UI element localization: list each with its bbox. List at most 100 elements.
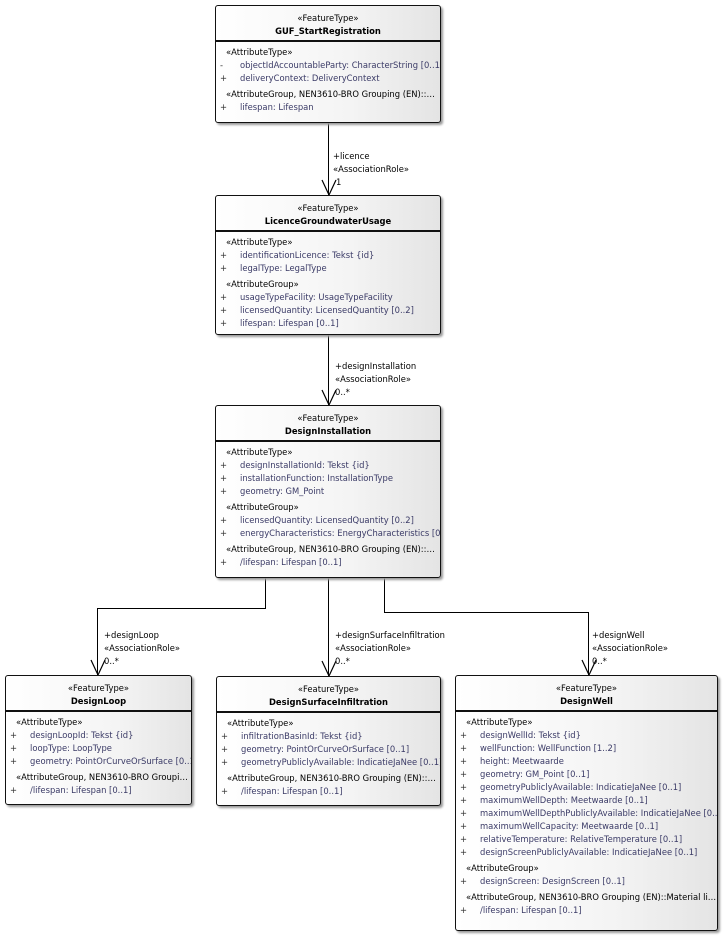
attribute-row[interactable]: + installationFunction: InstallationType <box>216 472 440 485</box>
attribute-section: «AttributeType» + designLoopId: Tekst {i… <box>6 716 191 768</box>
visibility-marker: + <box>10 730 18 740</box>
attribute-text: /lifespan: Lifespan [0..1] <box>241 786 343 796</box>
attribute-text: usageTypeFacility: UsageTypeFacility <box>240 292 393 302</box>
association-label-licence: +licence «AssociationRole» 1 <box>333 150 409 189</box>
section-stereotype: «AttributeType» <box>226 237 293 247</box>
class-guf-start-registration[interactable]: «FeatureType» GUF_StartRegistration «Att… <box>215 5 441 123</box>
attribute-row[interactable]: + /lifespan: Lifespan [0..1] <box>216 556 440 569</box>
attribute-text: identificationLicence: Tekst {id} <box>240 250 375 260</box>
section-stereotype: «AttributeType» <box>227 718 294 728</box>
class-stereotype: «FeatureType» <box>297 684 360 694</box>
class-body: «AttributeType» + infiltrationBasinId: T… <box>217 713 440 798</box>
attribute-text: lifespan: Lifespan <box>240 102 314 112</box>
visibility-marker: + <box>220 528 228 538</box>
visibility-marker: + <box>460 743 468 753</box>
role-stereotype: «AssociationRole» <box>333 164 409 174</box>
attribute-row[interactable]: + licensedQuantity: LicensedQuantity [0.… <box>216 304 440 317</box>
section-stereotype: «AttributeGroup» <box>226 502 299 512</box>
attribute-row[interactable]: + wellFunction: WellFunction [1..2] <box>456 742 717 755</box>
attribute-text: designWellId: Tekst {id} <box>480 730 581 740</box>
attribute-text: designLoopId: Tekst {id} <box>30 730 134 740</box>
attribute-row[interactable]: + licensedQuantity: LicensedQuantity [0.… <box>216 514 440 527</box>
attribute-text: /lifespan: Lifespan [0..1] <box>240 557 342 567</box>
role-stereotype: «AssociationRole» <box>335 374 411 384</box>
attribute-row[interactable]: + designLoopId: Tekst {id} <box>6 729 191 742</box>
class-name: DesignWell <box>560 696 613 706</box>
multiplicity: 0..* <box>335 656 350 666</box>
attribute-row[interactable]: + relativeTemperature: RelativeTemperatu… <box>456 833 717 846</box>
attribute-section: «AttributeType» - objectIdAccountablePar… <box>216 46 440 85</box>
role-stereotype: «AssociationRole» <box>335 643 411 653</box>
class-design-well[interactable]: «FeatureType» DesignWell «AttributeType»… <box>455 675 718 931</box>
arrowhead-icon <box>90 659 106 677</box>
attribute-text: geometry: PointOrCurveOrSurface [0..1] <box>241 744 410 754</box>
attribute-section: «AttributeGroup, NEN3610-BRO Grouping (E… <box>216 543 440 569</box>
attribute-row[interactable]: + energyCharacteristics: EnergyCharacter… <box>216 527 440 540</box>
attribute-row[interactable]: + /lifespan: Lifespan [0..1] <box>217 785 440 798</box>
class-body: «AttributeType» + designInstallationId: … <box>216 442 440 569</box>
class-licence-groundwater-usage[interactable]: «FeatureType» LicenceGroundwaterUsage «A… <box>215 195 441 335</box>
attribute-row[interactable]: + /lifespan: Lifespan [0..1] <box>456 904 717 917</box>
association-line-design-well <box>384 578 386 613</box>
class-stereotype: «FeatureType» <box>555 683 618 693</box>
class-header: «FeatureType» DesignSurfaceInfiltration <box>217 677 440 713</box>
association-line-design-installation <box>328 335 330 405</box>
attribute-row[interactable]: + legalType: LegalType <box>216 262 440 275</box>
attribute-row[interactable]: + designInstallationId: Tekst {id} <box>216 459 440 472</box>
attribute-row[interactable]: + identificationLicence: Tekst {id} <box>216 249 440 262</box>
attribute-row[interactable]: + designWellId: Tekst {id} <box>456 729 717 742</box>
attribute-row[interactable]: + deliveryContext: DeliveryContext <box>216 72 440 85</box>
association-line-design-loop <box>97 608 266 610</box>
attribute-text: geometry: GM_Point [0..1] <box>480 769 590 779</box>
attribute-text: infiltrationBasinId: Tekst {id} <box>241 731 363 741</box>
section-stereotype: «AttributeGroup, NEN3610-BRO Grouping (E… <box>227 773 440 783</box>
class-body: «AttributeType» + designWellId: Tekst {i… <box>456 712 717 917</box>
visibility-marker: + <box>221 744 229 754</box>
attribute-text: designScreen: DesignScreen [0..1] <box>480 876 625 886</box>
association-line-design-well <box>384 612 589 614</box>
attribute-row[interactable]: + loopType: LoopType <box>6 742 191 755</box>
section-stereotype: «AttributeGroup, NEN3610-BRO Grouping (E… <box>226 89 440 99</box>
attribute-row[interactable]: + infiltrationBasinId: Tekst {id} <box>217 730 440 743</box>
attribute-row[interactable]: + maximumWellCapacity: Meetwaarde [0..1] <box>456 820 717 833</box>
attribute-text: geometryPubliclyAvailable: IndicatieJaNe… <box>480 782 682 792</box>
attribute-row[interactable]: + geometryPubliclyAvailable: IndicatieJa… <box>456 781 717 794</box>
section-stereotype: «AttributeGroup, NEN3610-BRO Grouping (E… <box>466 892 717 902</box>
class-header: «FeatureType» DesignWell <box>456 676 717 712</box>
association-line-design-surface-infiltration <box>328 578 330 676</box>
role-name: +licence <box>333 151 370 161</box>
attribute-row[interactable]: + geometry: PointOrCurveOrSurface [0..1] <box>217 743 440 756</box>
attribute-row[interactable]: + maximumWellDepth: Meetwaarde [0..1] <box>456 794 717 807</box>
class-stereotype: «FeatureType» <box>67 683 130 693</box>
section-stereotype: «AttributeGroup» <box>226 279 299 289</box>
class-design-surface-infiltration[interactable]: «FeatureType» DesignSurfaceInfiltration … <box>216 676 441 806</box>
visibility-marker: + <box>460 769 468 779</box>
attribute-text: licensedQuantity: LicensedQuantity [0..2… <box>240 305 414 315</box>
attribute-row[interactable]: + maximumWellDepthPubliclyAvailable: Ind… <box>456 807 717 820</box>
class-header: «FeatureType» DesignInstallation <box>216 406 440 442</box>
class-name: DesignLoop <box>70 696 127 706</box>
attribute-row[interactable]: + geometry: GM_Point [0..1] <box>456 768 717 781</box>
section-stereotype: «AttributeGroup, NEN3610-BRO Groupin... <box>16 772 191 782</box>
attribute-row[interactable]: + usageTypeFacility: UsageTypeFacility <box>216 291 440 304</box>
attribute-row[interactable]: + geometry: PointOrCurveOrSurface [0..1] <box>6 755 191 768</box>
section-stereotype: «AttributeGroup» <box>466 863 539 873</box>
attribute-row[interactable]: + geometryPubliclyAvailable: IndicatieJa… <box>217 756 440 769</box>
attribute-row[interactable]: + designScreenPubliclyAvailable: Indicat… <box>456 846 717 859</box>
attribute-row[interactable]: + geometry: GM_Point <box>216 485 440 498</box>
visibility-marker: + <box>10 785 18 795</box>
class-header: «FeatureType» LicenceGroundwaterUsage <box>216 196 440 232</box>
attribute-row[interactable]: - objectIdAccountableParty: CharacterStr… <box>216 59 440 72</box>
attribute-row[interactable]: + lifespan: Lifespan <box>216 101 440 114</box>
role-name: +designLoop <box>104 630 159 640</box>
class-design-installation[interactable]: «FeatureType» DesignInstallation «Attrib… <box>215 405 441 578</box>
class-body: «AttributeType» - objectIdAccountablePar… <box>216 42 440 114</box>
class-design-loop[interactable]: «FeatureType» DesignLoop «AttributeType»… <box>5 675 192 805</box>
attribute-row[interactable]: + height: Meetwaarde <box>456 755 717 768</box>
attribute-row[interactable]: + designScreen: DesignScreen [0..1] <box>456 875 717 888</box>
attribute-section: «AttributeGroup» + designScreen: DesignS… <box>456 862 717 888</box>
attribute-row[interactable]: + /lifespan: Lifespan [0..1] <box>6 784 191 797</box>
attribute-section: «AttributeType» + designInstallationId: … <box>216 446 440 498</box>
visibility-marker: + <box>460 876 468 886</box>
attribute-row[interactable]: + lifespan: Lifespan [0..1] <box>216 317 440 330</box>
